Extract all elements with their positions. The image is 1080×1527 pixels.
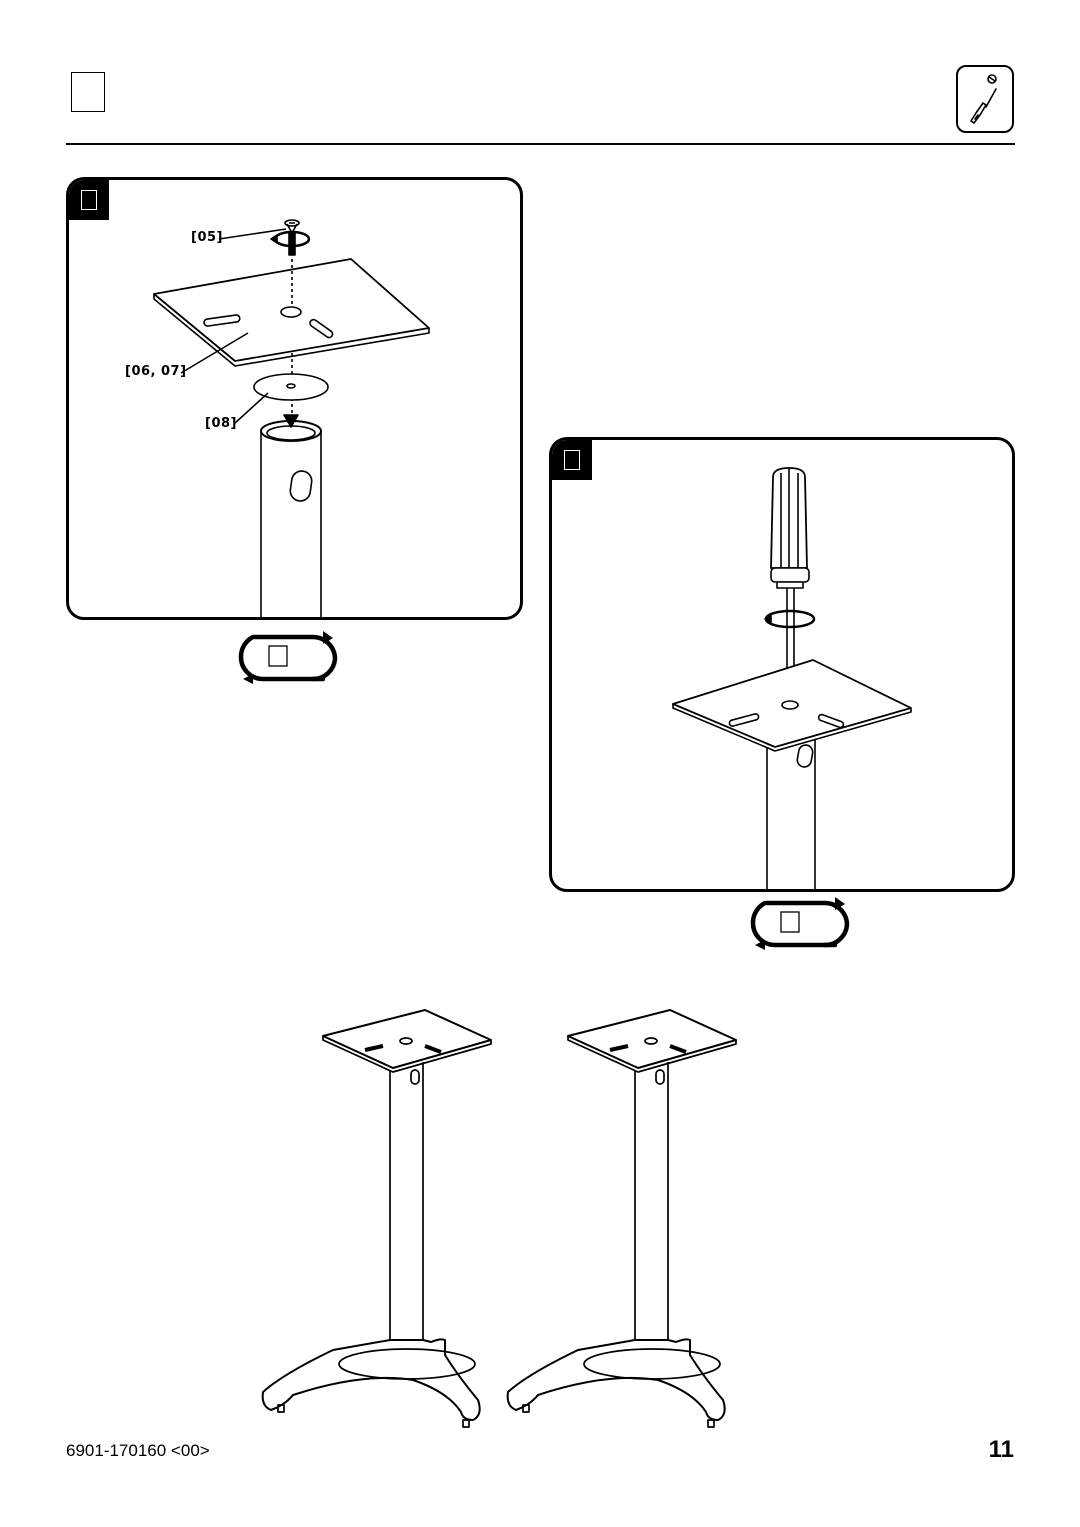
callout-top-plate: [06, 07] — [125, 364, 187, 379]
screwdriver-icon — [970, 74, 997, 124]
page-number: 11 — [988, 1436, 1014, 1463]
assembly-illustration — [153, 219, 430, 617]
panel-number-badge — [552, 440, 592, 480]
step-panel-1: [05] [06, 07] [08] — [66, 177, 523, 620]
step-number-box — [71, 72, 105, 112]
repeat-cycle-icon — [238, 631, 338, 684]
callout-screw: [05] — [191, 230, 223, 245]
document-code: 6901-170160 <00> — [66, 1441, 210, 1460]
step-panel-2 — [549, 437, 1015, 892]
screwdriver-tool-badge — [956, 65, 1014, 133]
header-rule — [66, 143, 1015, 145]
callout-washer: [08] — [205, 416, 237, 431]
screwdriver-tightening-illustration — [672, 467, 912, 889]
panel-number-badge — [69, 180, 109, 220]
repeat-cycle-icon — [750, 897, 850, 950]
completed-speaker-stands-illustration — [260, 1008, 738, 1429]
